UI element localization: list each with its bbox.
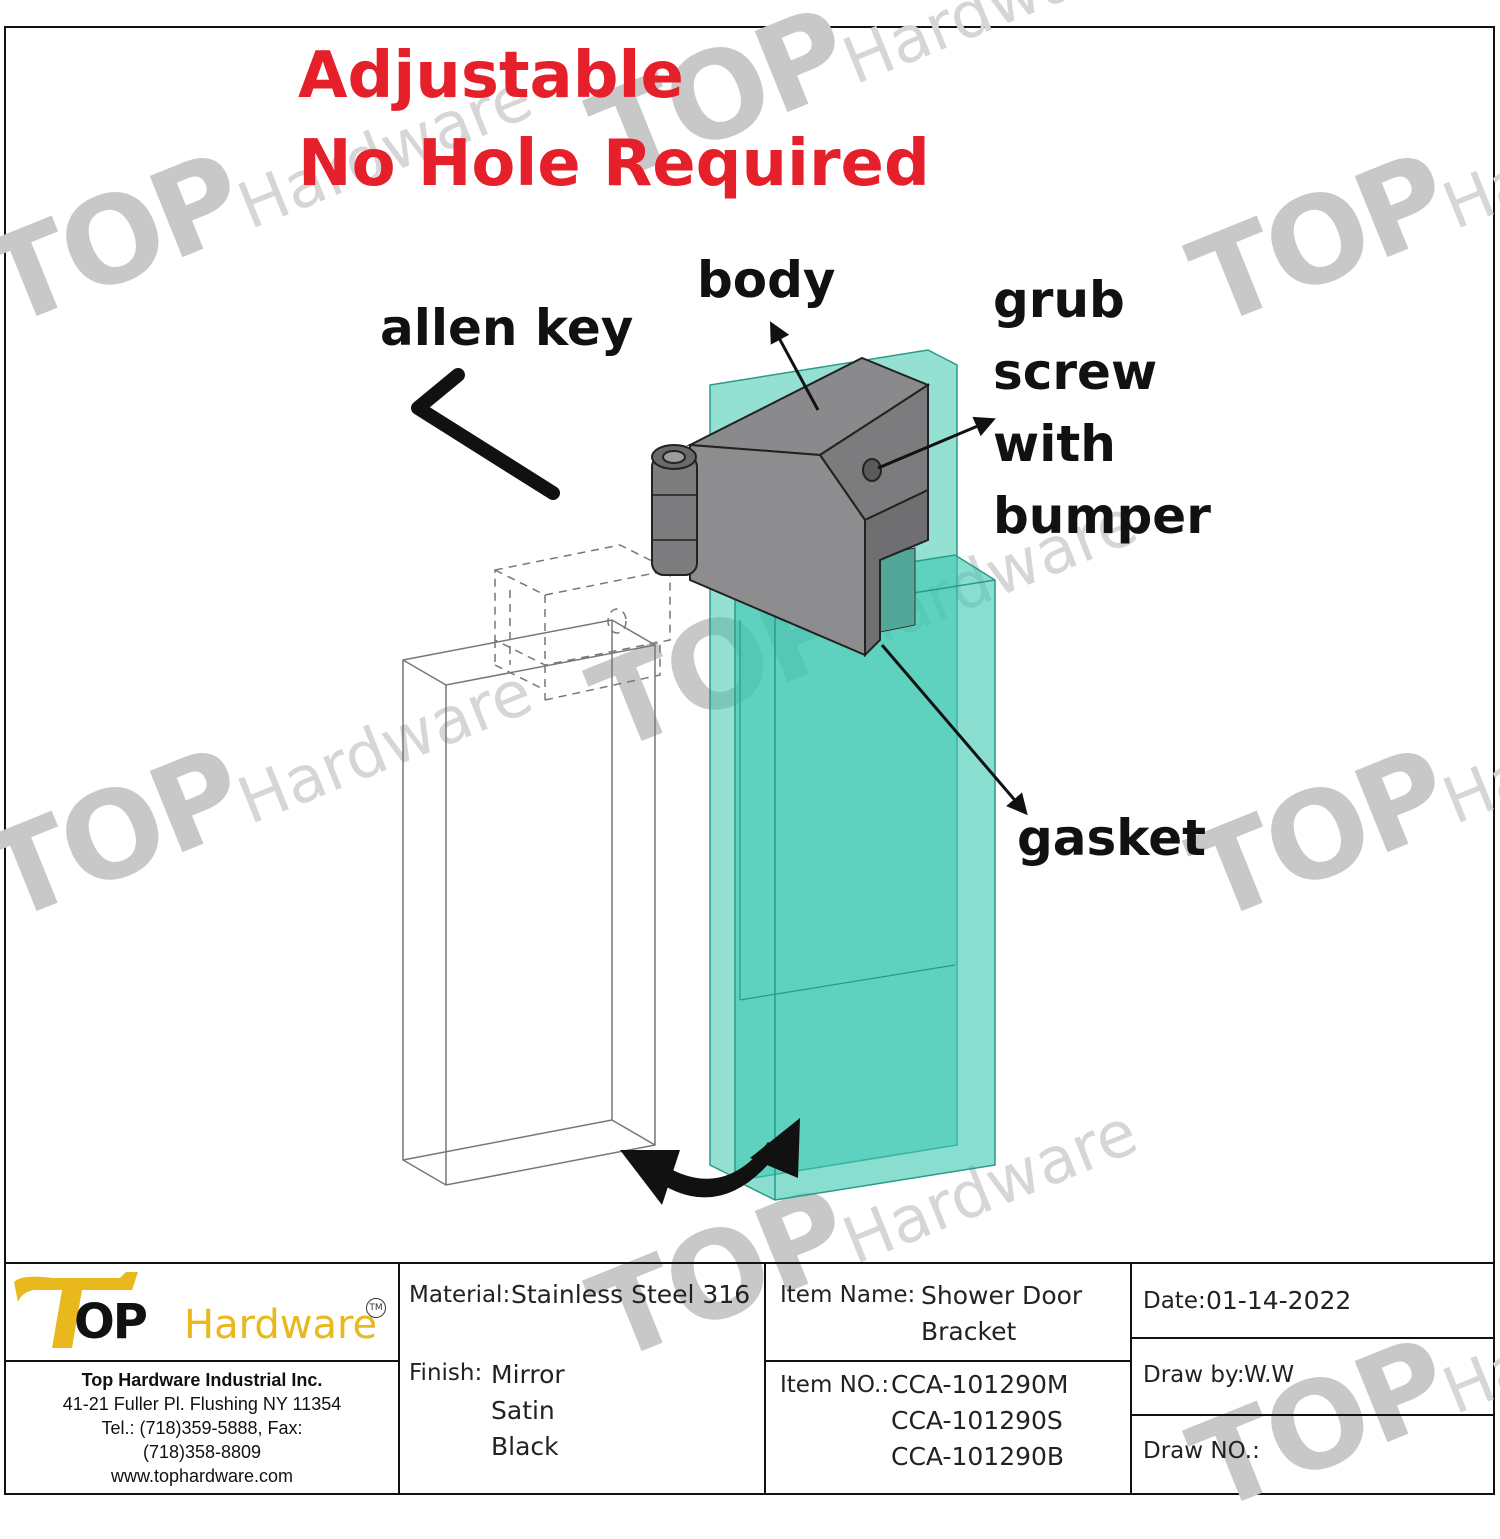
title-block-divider: [1130, 1337, 1495, 1339]
item-number-satin: CCA-101290S: [891, 1406, 1063, 1435]
date-value: 01-14-2022: [1206, 1286, 1352, 1315]
rotation-arrow: [620, 1118, 800, 1205]
headline-adjustable: Adjustable: [298, 39, 684, 113]
draw-by-value: W.W: [1244, 1362, 1295, 1388]
finish-satin: Satin: [491, 1396, 555, 1425]
item-name-label: Item Name:: [780, 1282, 916, 1308]
logo-top: OP: [74, 1294, 148, 1350]
title-block-divider: [1130, 1414, 1495, 1416]
draw-by-label: Draw by:: [1143, 1362, 1245, 1388]
item-number-mirror: CCA-101290M: [891, 1370, 1069, 1399]
grub-screw-label-4: bumper: [993, 487, 1211, 545]
item-name-value-2: Bracket: [921, 1317, 1017, 1346]
grub-screw-arrow: [877, 416, 996, 470]
finish-label: Finish:: [409, 1360, 483, 1386]
company-address: 41-21 Fuller Pl. Flushing NY 11354: [62, 1394, 342, 1414]
material-value: Stainless Steel 316: [511, 1280, 751, 1309]
door-panel-outline: [402, 619, 656, 1186]
title-block-divider: [764, 1262, 766, 1495]
grub-screw-label-2: screw: [993, 343, 1158, 401]
date-label: Date:: [1143, 1288, 1206, 1314]
company-fax: (718)358-8809: [142, 1442, 262, 1462]
item-number-black: CCA-101290B: [891, 1442, 1065, 1471]
title-block: [4, 1262, 1495, 1495]
body-arrow: [770, 321, 820, 411]
bracket-diagram: [402, 321, 1028, 1205]
drawing-frame: [4, 26, 1495, 1495]
allen-key-label: allen key: [380, 299, 634, 357]
allen-key-shape: [411, 368, 560, 500]
company-name: Top Hardware Industrial Inc.: [81, 1370, 323, 1390]
company-website: www.tophardware.com: [110, 1466, 294, 1486]
gasket-label: gasket: [1017, 809, 1207, 867]
title-block-divider: [764, 1360, 1132, 1362]
company-logo: OP Hardware TM: [12, 1272, 392, 1356]
title-block-divider: [4, 1360, 400, 1362]
company-phone: Tel.: (718)359-5888, Fax:: [101, 1418, 303, 1438]
item-no-label: Item NO.:: [780, 1372, 890, 1398]
bracket-body: [651, 356, 931, 658]
headline-no-hole-required: No Hole Required: [298, 127, 930, 201]
grub-screw-label-1: grub: [993, 271, 1125, 329]
body-label: body: [697, 251, 836, 309]
logo-tm: TM: [366, 1298, 386, 1318]
draw-no-label: Draw NO.:: [1143, 1438, 1260, 1464]
gasket-shape: [879, 547, 916, 633]
title-block-divider: [1130, 1262, 1132, 1495]
company-info: Top Hardware Industrial Inc. 41-21 Fulle…: [6, 1368, 398, 1488]
logo-hardware: Hardware: [184, 1302, 378, 1348]
finish-black: Black: [491, 1432, 559, 1461]
material-label: Material:: [409, 1282, 511, 1308]
item-name-value-1: Shower Door: [921, 1281, 1083, 1310]
bracket-ghost-outline: [494, 544, 671, 701]
finish-mirror: Mirror: [491, 1360, 565, 1389]
title-block-divider: [398, 1262, 400, 1495]
gasket-arrow: [880, 644, 1028, 816]
grub-screw-label-3: with: [993, 415, 1116, 473]
